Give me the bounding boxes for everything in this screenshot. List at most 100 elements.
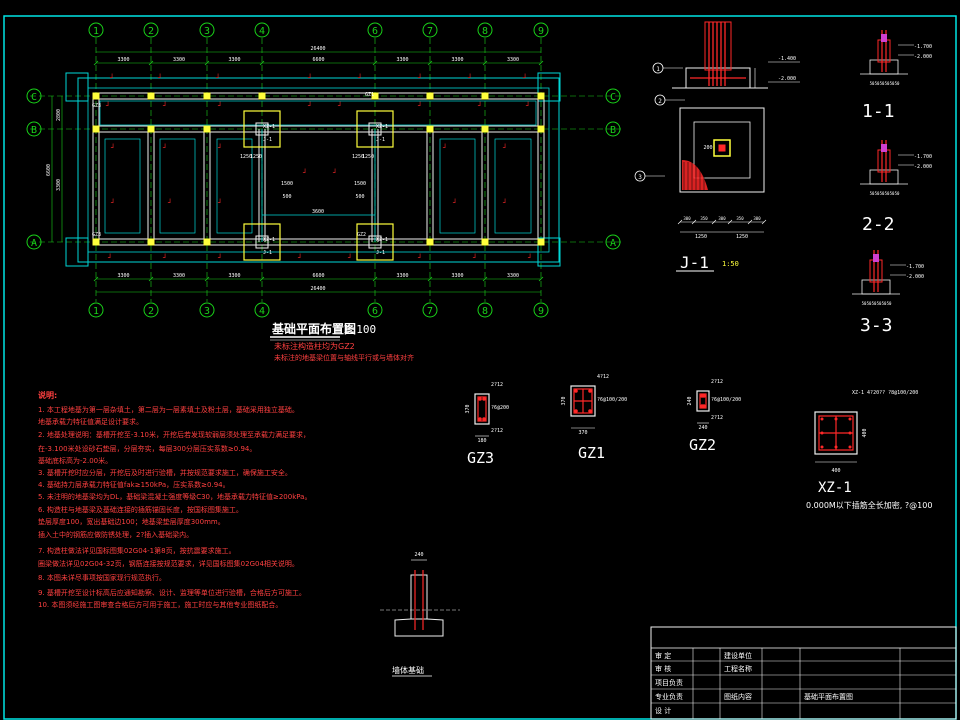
column-width-dim: 180 [477, 438, 486, 444]
wall-foundation-detail: 240 [380, 552, 460, 677]
rebar-mark: ┘ [523, 73, 527, 82]
column-marker [426, 125, 434, 133]
footing-j1-outline [243, 223, 281, 261]
xz1-detail: 400 400 XZ-1 4?20?? ?8@100/200 [814, 390, 918, 474]
section-dim-text: 50 [880, 191, 885, 196]
bay-dim-bottom-tick [148, 276, 154, 282]
bay-dim-top-text: 3300 [507, 57, 519, 63]
j1-elev-text: -2.000 [778, 76, 796, 82]
column-stirrup-text: ?6@200 [491, 405, 509, 411]
room-beam-outline [216, 138, 253, 234]
bay-dim-top-tick [372, 60, 378, 66]
rebar-mark: ┘ [163, 143, 167, 152]
section-dim-text: 50 [890, 81, 895, 86]
xz1-rebar-text: XZ-1 4?20?? ?8@100/200 [852, 390, 918, 396]
local-dim-text: 1250 [352, 154, 364, 160]
column-section-outline [570, 385, 596, 417]
footing-column [368, 235, 382, 249]
wall-stem [410, 574, 428, 620]
column-marker [92, 125, 100, 133]
row-label-right: A [610, 238, 616, 249]
column-rebar-dot [482, 397, 486, 401]
section-column [877, 149, 891, 173]
rebar-mark: ┘ [218, 253, 222, 262]
note-line: 6. 构造柱与地基梁及基础连接的插筋锚固长度，按国标图集施工。 [38, 505, 243, 514]
title-block-label: 设 计 [655, 706, 671, 715]
axis-bubble-top [254, 22, 270, 38]
footing-xz-label: XZ-1 [376, 237, 388, 243]
column-rebar-dot [574, 389, 578, 393]
axis-bubble-bottom [422, 302, 438, 318]
rebar-mark: ┘ [338, 101, 342, 110]
xz1-width-dim: 400 [831, 468, 840, 474]
j1-title: J-1 [680, 253, 709, 272]
local-dim-text: 3600 [312, 209, 324, 215]
note-line: 2. 地基处理说明：基槽开挖至-3.10米，开挖后若发现软弱层须处理至承载力满足… [38, 430, 310, 439]
rebar-mark: ┘ [111, 198, 115, 207]
row-label-left: B [31, 125, 37, 136]
bay-dim-top-tick [148, 60, 154, 66]
row-bubble-left [26, 121, 42, 137]
column-marker [537, 92, 545, 100]
title-block-label: 专业负责 [655, 692, 683, 701]
note-line: 8. 本图未详尽事项按国家现行规范执行。 [38, 573, 166, 582]
column-section-outline [696, 390, 710, 412]
bay-dim-bottom-text: 3300 [451, 273, 463, 279]
plan-note-1: 未标注构造柱均为GZ2 [274, 341, 355, 351]
local-dim-text: 1500 [281, 181, 293, 187]
bay-dim-bottom-tick [482, 276, 488, 282]
column-side-dim: 370 [561, 396, 567, 405]
rebar-mark: ┘ [163, 101, 167, 110]
bay-dim-top-text: 3300 [396, 57, 408, 63]
axis-label-top: 7 [427, 26, 433, 37]
corner-footing-pad [537, 72, 561, 102]
rebar-mark: ┘ [163, 253, 167, 262]
general-notes: 1. 本工程地基为第一层杂填土，第二层为一层素填土及粉土层，基础采用独立基础。 … [38, 405, 311, 609]
column-details: 2?12?6@2002?123701804?12?6@100/200370370… [465, 374, 741, 444]
j1-dim-tick [727, 219, 733, 225]
footing-j-label: J-1 [376, 250, 385, 256]
corridor-beam-outline [99, 100, 537, 126]
section-dim-text: 50 [887, 301, 892, 306]
footing-column [368, 122, 382, 136]
column-rebar-dot [574, 409, 578, 413]
room-beam-outline [439, 138, 476, 234]
column-marker [203, 125, 211, 133]
bay-dim-bottom-text: 6600 [312, 273, 324, 279]
footing-j-label: J-1 [263, 137, 272, 143]
section-dim-text: 50 [885, 191, 890, 196]
j1-plan-outer [679, 107, 765, 193]
column-top-rebar: 2?12 [491, 382, 503, 388]
xz1-height-dim: 400 [862, 428, 868, 437]
footing-column [255, 235, 269, 249]
rebar-mark: ┘ [218, 143, 222, 152]
bay-dim-bottom-tick [372, 276, 378, 282]
xz1-rebar-dot [848, 417, 852, 421]
rebar-mark: ┘ [308, 73, 312, 82]
j1-elev-column [704, 21, 732, 71]
axis-label-top: 3 [204, 26, 210, 37]
column-marker [537, 125, 545, 133]
note-line: 地基承载力特征值满足设计要求。 [38, 417, 143, 426]
j1-elev-footing [685, 67, 751, 89]
section-dim-text: 50 [895, 81, 900, 86]
row-label-right: B [610, 125, 616, 136]
column-rebar-dot [702, 404, 706, 408]
gz-label: GZ3 [92, 232, 101, 238]
column-marker [258, 92, 266, 100]
rebar-mark: ┘ [453, 198, 457, 207]
note-line: 垫层厚度100，宽出基础边100；地基梁垫层厚度300mm。 [38, 517, 225, 526]
axis-label-top: 6 [372, 26, 378, 37]
section-dim-text: 50 [875, 81, 880, 86]
corner-footing-pad [65, 237, 89, 267]
column-marker [537, 238, 545, 246]
rebar-mark: ┘ [503, 143, 507, 152]
rebar-mark: ┘ [473, 253, 477, 262]
j1-dim-text: 300 [683, 216, 691, 221]
section-column [877, 39, 891, 63]
column-bottom-rebar: 2?12 [711, 415, 723, 421]
section-dim-text: 50 [875, 191, 880, 196]
column-marker [371, 92, 379, 100]
